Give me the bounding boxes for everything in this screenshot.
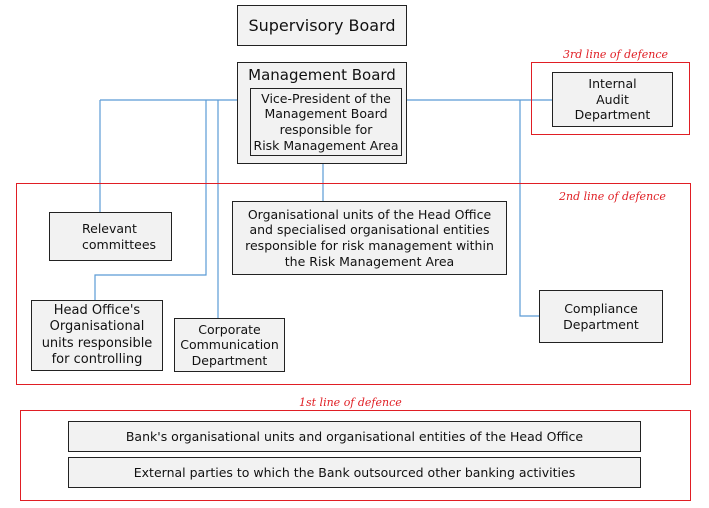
third-line-frame xyxy=(531,62,690,135)
internal-audit-label: Internal Audit Department xyxy=(574,76,651,123)
management-board-label: Management Board xyxy=(248,66,396,84)
third-line-label: 3rd line of defence xyxy=(563,48,668,61)
second-line-label: 2nd line of defence xyxy=(559,190,666,203)
corporate-comm-box: Corporate Communication Department xyxy=(174,318,285,372)
connector-to-controlling xyxy=(94,100,207,300)
external-parties-label: External parties to which the Bank outso… xyxy=(133,464,576,480)
internal-audit-box: Internal Audit Department xyxy=(552,72,673,127)
risk-units-box: Organisational units of the Head Office … xyxy=(232,201,507,275)
compliance-label: Compliance Department xyxy=(563,300,639,332)
relevant-committees-label: Relevant committees xyxy=(82,220,157,252)
vice-president-box: Vice-President of the Management Board r… xyxy=(250,88,402,156)
bank-units-box: Bank's organisational units and organisa… xyxy=(68,421,641,452)
second-line-frame xyxy=(16,183,691,385)
controlling-units-box: Head Office's Organisational units respo… xyxy=(31,300,163,371)
compliance-box: Compliance Department xyxy=(539,290,663,343)
first-line-frame xyxy=(20,410,691,501)
relevant-committees-box: Relevant committees xyxy=(49,212,172,261)
corporate-comm-label: Corporate Communication Department xyxy=(180,321,279,368)
supervisory-board-label: Supervisory Board xyxy=(248,15,396,35)
bank-units-label: Bank's organisational units and organisa… xyxy=(125,428,584,444)
risk-units-label: Organisational units of the Head Office … xyxy=(245,206,494,269)
controlling-units-label: Head Office's Organisational units respo… xyxy=(41,303,153,367)
supervisory-board-box: Supervisory Board xyxy=(237,5,407,46)
external-parties-box: External parties to which the Bank outso… xyxy=(68,457,641,488)
connector-to-compliance xyxy=(519,100,539,317)
first-line-label: 1st line of defence xyxy=(299,396,402,409)
vice-president-label: Vice-President of the Management Board r… xyxy=(253,90,399,153)
